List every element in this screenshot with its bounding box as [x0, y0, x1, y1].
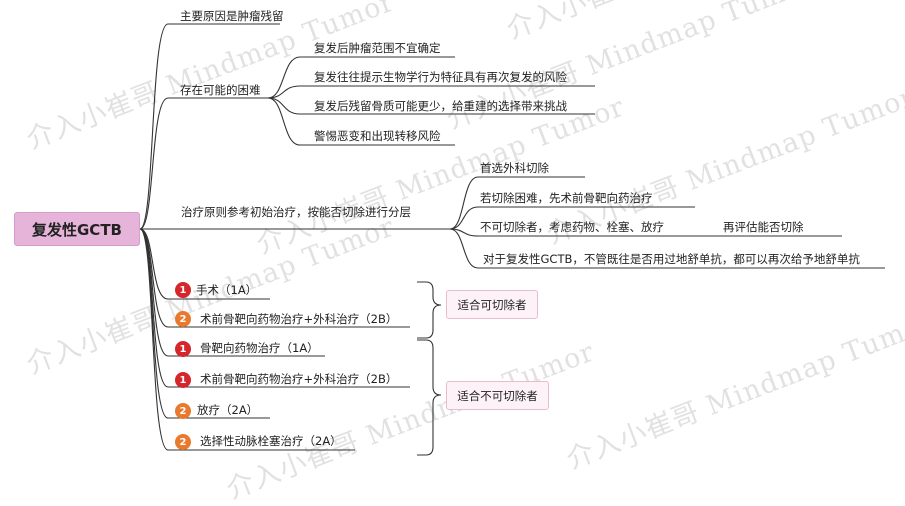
connector-treatment-1 [449, 176, 585, 230]
note-resectable[interactable]: 适合可切除者 [446, 290, 538, 319]
connector-option-4 [139, 228, 410, 388]
option-targeted-drug[interactable]: 骨靶向药物治疗（1A） [200, 341, 319, 355]
connector-branch-difficulties [139, 97, 268, 230]
connector-difficulty-3 [267, 97, 595, 115]
priority-2-icon: 2 [175, 434, 191, 450]
connector-difficulty-2 [267, 85, 595, 99]
option-radiotherapy[interactable]: 放疗（2A） [197, 403, 259, 417]
bracket-unresectable [417, 339, 442, 456]
option-preop-targeted-surgery[interactable]: 术前骨靶向药物治疗+外科治疗（2B） [200, 372, 398, 386]
connector-difficulty-1 [267, 56, 455, 99]
difficulty-item[interactable]: 复发往往提示生物学行为特征具有再次复发的风险 [314, 70, 567, 84]
priority-1-icon: 1 [175, 372, 191, 388]
option-preop-targeted-surgery[interactable]: 术前骨靶向药物治疗+外科治疗（2B） [200, 312, 398, 326]
connector-branch-main-cause [139, 23, 280, 230]
difficulty-item[interactable]: 警惕恶变和出现转移风险 [314, 129, 441, 143]
connector-difficulty-4 [267, 97, 455, 146]
root-node[interactable]: 复发性GCTB [14, 212, 140, 246]
branch-treatment-principle[interactable]: 治疗原则参考初始治疗，按能否切除进行分层 [181, 205, 411, 219]
connector-option-6 [139, 228, 355, 451]
option-embolization[interactable]: 选择性动脉栓塞治疗（2A） [200, 434, 342, 448]
reassess-resectability[interactable]: 再评估能否切除 [723, 220, 804, 234]
branch-main-cause[interactable]: 主要原因是肿瘤残留 [180, 9, 284, 23]
note-unresectable[interactable]: 适合不可切除者 [446, 381, 549, 410]
connector-treatment-3 [449, 228, 680, 237]
treatment-item[interactable]: 对于复发性GCTB，不管既往是否用过地舒单抗，都可以再次给予地舒单抗 [483, 252, 860, 266]
connector-lines [139, 23, 885, 456]
treatment-item[interactable]: 不可切除者，考虑药物、栓塞、放疗 [480, 220, 664, 234]
bracket-resectable [417, 281, 442, 339]
connector-treatment-4 [449, 228, 885, 269]
treatment-item[interactable]: 首选外科切除 [480, 161, 549, 175]
treatment-item[interactable]: 若切除困难，先术前骨靶向药治疗 [480, 191, 653, 205]
priority-2-icon: 2 [175, 403, 191, 419]
connector-treatment-2 [449, 206, 695, 230]
priority-2-icon: 2 [175, 311, 191, 327]
priority-1-icon: 1 [175, 341, 191, 357]
difficulty-item[interactable]: 复发后残留骨质可能更少，给重建的选择带来挑战 [314, 99, 567, 113]
option-surgery[interactable]: 手术（1A） [196, 283, 258, 297]
branch-difficulties[interactable]: 存在可能的困难 [180, 83, 261, 97]
difficulty-item[interactable]: 复发后肿瘤范围不宜确定 [314, 41, 441, 55]
priority-1-icon: 1 [175, 282, 191, 298]
